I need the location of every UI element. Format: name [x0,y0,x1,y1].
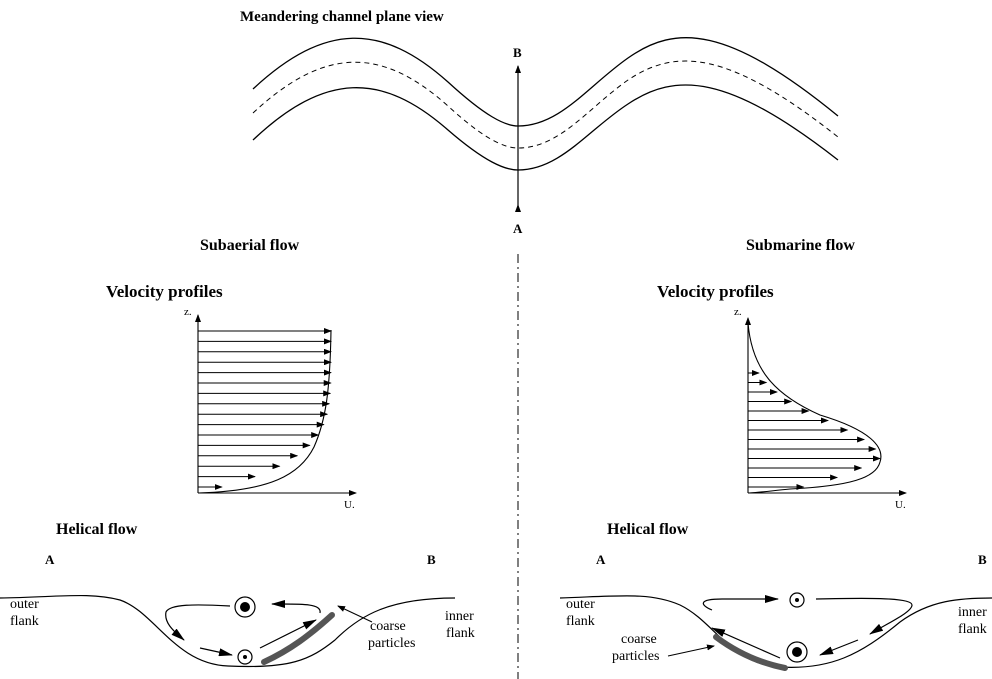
subaerial-helical-flow [0,594,456,668]
point-a-label: A [513,221,523,236]
submarine-velocity-profile [745,317,907,496]
subaerial-outer-label-1: outer [10,597,39,612]
subaerial-velocity-title: Velocity profiles [106,282,223,301]
subaerial-coarse-label-1: coarse [370,619,406,634]
subaerial-heading: Subaerial flow [200,237,300,254]
velocity-arrows [748,370,881,490]
point-b-label: B [513,45,522,60]
vortex-large-core [240,602,250,612]
submarine-helical-title: Helical flow [607,521,689,538]
subaerial-point-a: A [45,552,55,567]
submarine-u-label: U. [895,499,906,511]
coarse-particles [713,634,788,671]
channel-lower-bank [252,84,839,171]
submarine-point-a: A [596,552,606,567]
coarse-particles [261,612,335,665]
velocity-curve [197,329,332,494]
channel-upper-bank [252,37,839,127]
circulation-right-loop [815,597,913,635]
vortex-small [237,649,253,665]
subaerial-helical-title: Helical flow [56,521,138,538]
subaerial-velocity-profile [195,314,357,496]
vortex-small [789,592,805,608]
channel-centerline [252,60,839,149]
subaerial-point-b: B [427,552,436,567]
vortex-large [786,641,808,663]
submarine-coarse-label-2: particles [612,649,660,664]
vortex-small-core [795,598,799,602]
circulation-left-loop [165,604,231,641]
vortex-small-core [243,655,247,659]
circulation-bottom-arrow [819,639,859,656]
submarine-point-b: B [978,552,987,567]
submarine-z-label: z. [734,306,742,318]
circulation-top-arrow [271,599,321,614]
subaerial-outer-label-2: flank [10,614,39,629]
plane-view-title: Meandering channel plane view [240,9,444,25]
submarine-outer-label-2: flank [566,614,595,629]
coarse-pointer [667,644,715,657]
subaerial-coarse-label-2: particles [368,636,416,651]
submarine-outer-label-1: outer [566,597,595,612]
channel-bed [0,594,456,668]
subaerial-z-label: z. [184,306,192,318]
subaerial-inner-label-1: inner [445,609,474,624]
submarine-coarse-label-1: coarse [621,632,657,647]
circulation-bottom-arrow [199,647,233,657]
coarse-pointer [337,605,373,623]
submarine-velocity-title: Velocity profiles [657,282,774,301]
submarine-heading: Submarine flow [746,237,855,254]
submarine-inner-label-1: inner [958,605,987,620]
submarine-helical-flow [559,592,992,671]
vortex-large [234,596,256,618]
velocity-arrows [198,328,332,490]
vortex-large-core [792,647,802,657]
point-a-arrowhead [515,204,521,212]
circulation-rise-arrow [711,627,781,659]
subaerial-inner-label-2: flank [446,626,475,641]
subaerial-u-label: U. [344,499,355,511]
circulation-rise-arrow [259,619,317,649]
channel-plane-view [252,37,839,212]
circulation-left-loop [702,598,723,611]
submarine-inner-label-2: flank [958,622,987,637]
